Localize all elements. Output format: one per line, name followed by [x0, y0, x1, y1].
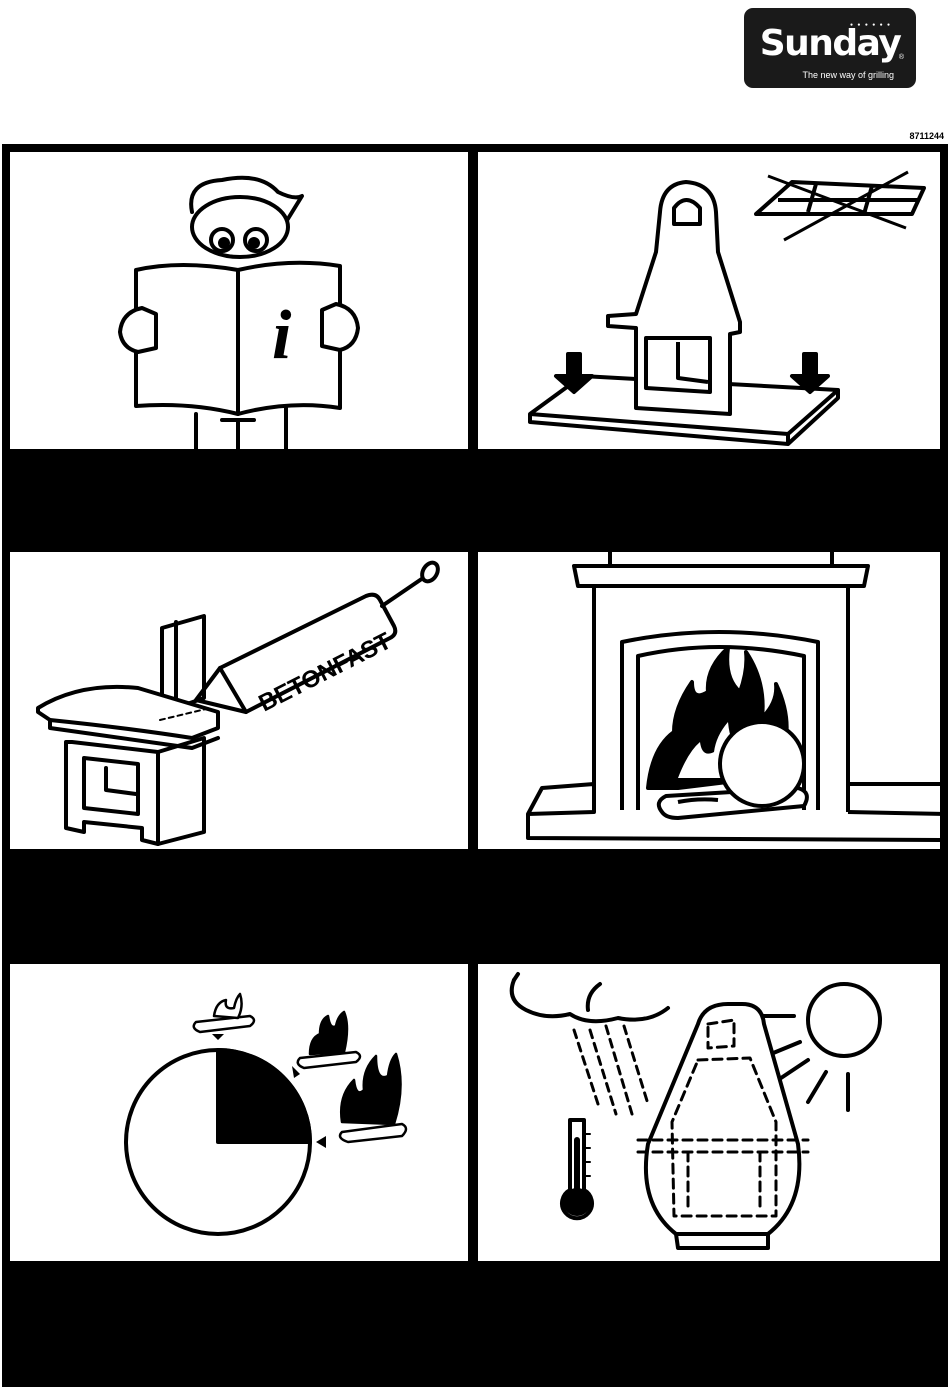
- caption-band-2: [2, 849, 948, 964]
- sealant-gun-icon: BETONFAST: [10, 552, 468, 849]
- panel-foundation: [478, 152, 940, 449]
- instruction-grid: i: [2, 144, 948, 1387]
- panel-sealant: BETONFAST: [10, 552, 468, 849]
- panel-weather: [478, 964, 940, 1261]
- man-reading-info-icon: i: [10, 152, 468, 449]
- no-fireplace-icon: [478, 552, 940, 849]
- logo-brand: Sunday: [744, 24, 916, 64]
- sunday-logo: ● ● ● ● ● ● Sunday ® The new way of gril…: [744, 8, 916, 88]
- caption-band-1: [2, 449, 948, 552]
- foundation-slab-icon: [478, 152, 940, 449]
- panel-read-manual: i: [10, 152, 468, 449]
- caption-band-3: [2, 1261, 948, 1387]
- panel-burn-time: [10, 964, 468, 1261]
- weather-cover-icon: [478, 964, 940, 1261]
- panel-fireplace: [478, 552, 940, 849]
- logo-registered-mark: ®: [899, 54, 904, 61]
- info-icon-glyph: i: [272, 297, 292, 374]
- logo-tagline: The new way of grilling: [802, 70, 894, 80]
- document-code: 8711244: [909, 131, 944, 141]
- clock-fire-icon: [10, 964, 468, 1261]
